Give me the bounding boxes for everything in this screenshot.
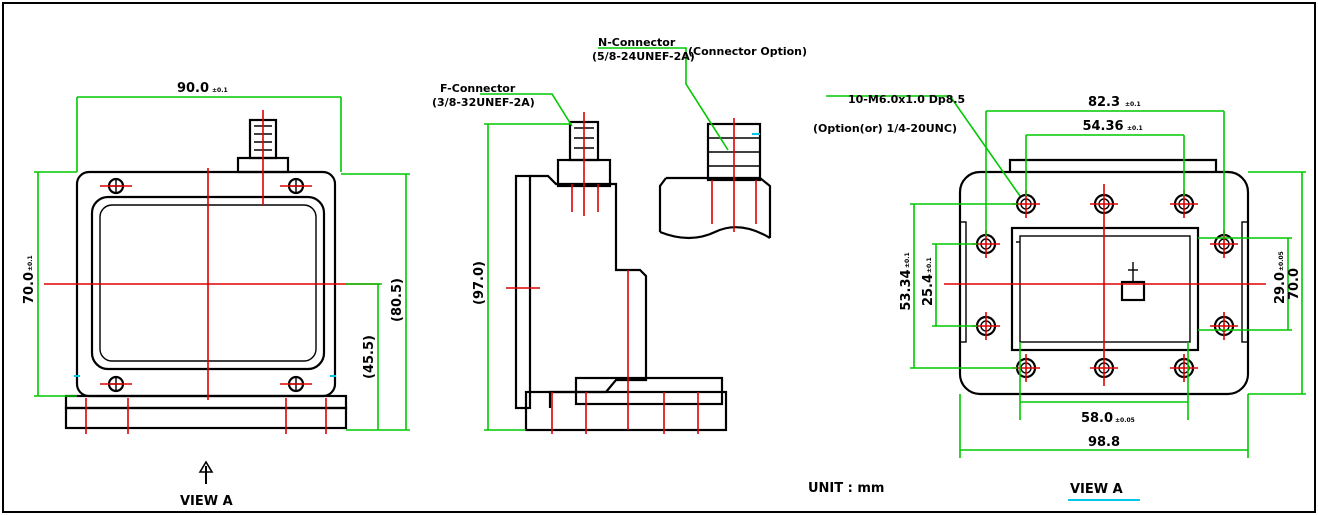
side-height-dim: (97.0) (472, 261, 487, 305)
side-base-plate (524, 390, 728, 432)
side-view: (97.0) F-Connector (3/8-32UNEF-2A) N-Con… (432, 36, 807, 434)
front-width-dim: 90.0 (177, 81, 209, 96)
flange-outer-bolts-tol: ±0.1 (1125, 101, 1141, 108)
front-overall-dim: (80.5) (390, 278, 405, 322)
connector-option: (Connector Option) (688, 45, 807, 58)
view-a-arrow-label: VIEW A (180, 494, 233, 509)
side-back-plate (514, 174, 532, 410)
n-connector-name: N-Connector (598, 36, 676, 49)
flange-waveguide-inner (1019, 235, 1191, 343)
flange-height-dim: 70.0 (1287, 268, 1302, 300)
front-view: 90.0 ±0.1 70.0 ±0.1 (80.5) (45.5) VIEW A (22, 81, 410, 509)
flange-view: 10-M6.0x1.0 Dp8.5 (Option(or) 1/4-20UNC)… (813, 93, 1306, 501)
f-connector-name: F-Connector (440, 82, 516, 95)
front-base-plate (64, 394, 348, 410)
flange-inner-right-tol: ±0.05 (1278, 251, 1285, 271)
flange-waveguide-outer (1010, 226, 1200, 352)
flange-inner-bolts-tol: ±0.1 (1127, 125, 1143, 132)
front-height-dim: 70.0 (22, 272, 37, 304)
flange-inner-right-dim: 29.0 (1273, 272, 1288, 304)
unit-label: UNIT : mm (808, 481, 884, 496)
flange-inner-left-dim: 25.4 (921, 274, 936, 306)
side-boss (574, 376, 724, 406)
flange-inner-left-tol: ±0.1 (926, 257, 933, 273)
flange-width-dim: 98.8 (1088, 435, 1120, 450)
flange-height-left-dim: 53.34 (899, 269, 914, 310)
view-a-arrow-icon (198, 460, 214, 484)
front-center-dim: (45.5) (362, 335, 377, 379)
flange-outer-bolts-dim: 82.3 (1088, 95, 1120, 110)
front-width-tol: ±0.1 (212, 87, 228, 94)
front-screw-icon (107, 177, 305, 393)
front-height-tol: ±0.1 (27, 255, 34, 271)
flange-height-left-tol: ±0.1 (904, 252, 911, 268)
f-connector-thread: (3/8-32UNEF-2A) (432, 96, 535, 109)
n-connector-thread: (5/8-24UNEF-2A) (592, 50, 695, 63)
flange-bottom-bolts-tol: ±0.05 (1115, 417, 1135, 424)
view-a-title: VIEW A (1070, 482, 1123, 497)
thread-option-label: (Option(or) 1/4-20UNC) (813, 122, 957, 135)
flange-inner-bolts-dim: 54.36 (1082, 119, 1123, 134)
thread-spec-label: 10-M6.0x1.0 Dp8.5 (848, 93, 965, 106)
flange-bottom-bolts-dim: 58.0 (1081, 411, 1113, 426)
front-base-foot (64, 406, 348, 430)
